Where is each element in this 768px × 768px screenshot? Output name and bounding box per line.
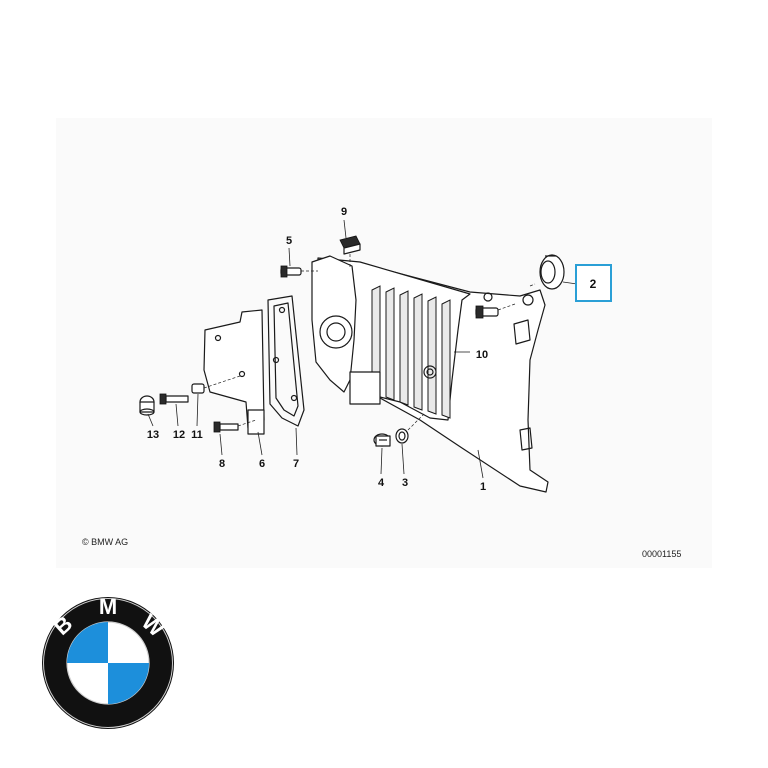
label-part-7[interactable]: 7: [293, 458, 299, 470]
label-part-9[interactable]: 9: [341, 206, 347, 218]
plug-part-13: [139, 395, 155, 416]
label-part-6[interactable]: 6: [259, 458, 265, 470]
bolt-part-10: [475, 303, 516, 319]
label-part-13[interactable]: 13: [147, 429, 159, 441]
sleeve-part-11: [191, 375, 241, 394]
label-part-5[interactable]: 5: [286, 235, 292, 247]
bolt-part-5: [280, 265, 318, 278]
drawing-number: 00001155: [642, 549, 681, 559]
svg-text:M: M: [99, 594, 117, 619]
label-part-1[interactable]: 1: [480, 481, 486, 493]
label-part-8[interactable]: 8: [219, 458, 225, 470]
plate-part-6: [203, 309, 265, 435]
housing-cover-part-1: [311, 255, 549, 493]
label-part-11[interactable]: 11: [191, 429, 203, 441]
label-part-12[interactable]: 12: [173, 429, 185, 441]
label-part-3[interactable]: 3: [402, 477, 408, 489]
highlighted-part-box[interactable]: 2: [575, 264, 612, 302]
copyright-text: © BMW AG: [82, 537, 128, 547]
leader-lines: [147, 219, 578, 479]
bolt-part-8: [213, 419, 257, 433]
bmw-logo: B M W: [42, 594, 174, 729]
washer-part-3: [395, 413, 425, 444]
gasket-part-7: [267, 295, 305, 427]
label-part-4[interactable]: 4: [378, 477, 385, 489]
seal-ring-part-2: [529, 254, 565, 290]
nut-part-9: [339, 235, 361, 268]
label-part-10[interactable]: 10: [476, 349, 488, 361]
bolt-part-12: [159, 393, 189, 405]
drain-plug-part-4: [373, 433, 391, 447]
label-part-2[interactable]: 2: [590, 277, 597, 291]
